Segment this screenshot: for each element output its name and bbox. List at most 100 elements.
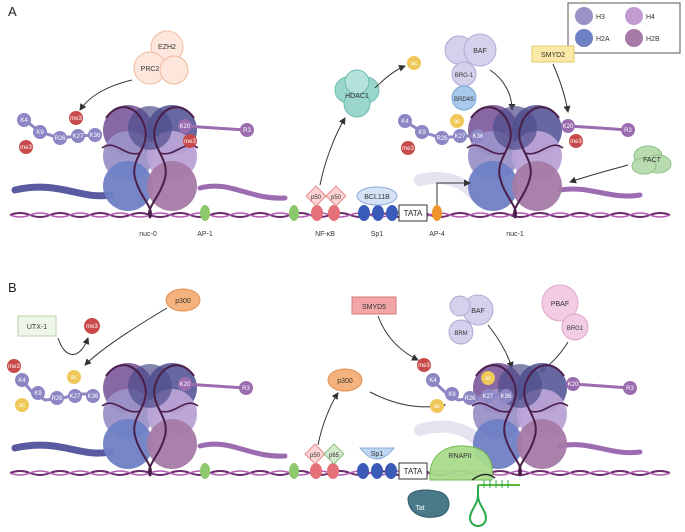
- histone-tail-left-b-right: me3 K4 K9 R26 K27 K36 ac ac: [417, 358, 513, 413]
- svg-text:BRG1: BRG1: [567, 326, 584, 332]
- svg-text:p65: p65: [329, 453, 340, 459]
- svg-text:p300: p300: [175, 298, 191, 305]
- svg-text:K9: K9: [34, 391, 42, 397]
- p300-top: p300: [165, 288, 201, 312]
- fact-complex: FACT: [631, 145, 672, 175]
- me3-released-b: me3: [86, 324, 98, 330]
- ap4-site: [432, 205, 442, 221]
- svg-text:me3: me3: [8, 364, 20, 370]
- svg-text:K4: K4: [20, 118, 28, 124]
- svg-text:TATA: TATA: [404, 209, 423, 218]
- ap4-label: AP-4: [429, 231, 445, 238]
- sp1-label: Sp1: [371, 231, 384, 238]
- svg-text:K4: K4: [401, 119, 409, 125]
- smyd5-box: SMYD5: [351, 296, 397, 315]
- sp1-factor-b: Sp1: [358, 447, 396, 460]
- svg-text:p50: p50: [331, 195, 342, 201]
- nuc1-label: nuc-1: [506, 231, 524, 238]
- histone-tail-left-a: K4 K9 R26 K27 K36 me3 me3: [17, 111, 102, 154]
- prc2-complex: EZH2 PRC2: [133, 30, 189, 85]
- svg-text:me3: me3: [418, 363, 430, 369]
- legend-h4: H4: [646, 14, 655, 21]
- svg-text:K36: K36: [501, 394, 512, 400]
- svg-text:BRG-1: BRG-1: [455, 73, 474, 79]
- p300-mid: p300: [327, 368, 363, 392]
- sp1-sites-b: [357, 463, 397, 479]
- hdac1-complex: HDAC1: [334, 69, 380, 118]
- svg-text:K9: K9: [418, 130, 426, 136]
- utx1-box: UTX-1: [17, 315, 57, 337]
- histone-tail-right-b-left: K20 R3: [178, 377, 253, 395]
- svg-text:ac: ac: [71, 375, 77, 381]
- histone-tail-right-b-right: K20 R3: [566, 377, 637, 395]
- svg-text:RNAPII: RNAPII: [448, 453, 471, 460]
- svg-text:BAF: BAF: [473, 48, 487, 55]
- ap1-label: AP-1: [197, 231, 213, 238]
- svg-text:K36: K36: [90, 133, 101, 139]
- p50-homodimer-a: p50 p50: [305, 185, 347, 207]
- svg-text:me3: me3: [402, 146, 414, 152]
- svg-text:p50: p50: [311, 195, 322, 201]
- tat-protein: Tat: [407, 489, 450, 518]
- pbaf-complex: PBAF BRG1: [541, 284, 589, 341]
- ap1-site: [200, 205, 210, 221]
- svg-text:K4: K4: [18, 378, 26, 384]
- baf-complex-a: BAF BRG-1 BRD4S: [444, 33, 497, 111]
- legend-h3: H3: [596, 14, 605, 21]
- svg-text:K27: K27: [455, 134, 466, 140]
- svg-text:R26: R26: [54, 136, 66, 142]
- svg-text:PRC2: PRC2: [141, 66, 160, 73]
- svg-text:K4: K4: [429, 378, 437, 384]
- svg-text:BRD4S: BRD4S: [454, 97, 474, 103]
- svg-text:UTX-1: UTX-1: [27, 324, 47, 331]
- svg-text:BRM: BRM: [454, 331, 467, 337]
- histone-tail-left-b: me3 K4 K9 R26 K27 K36 ac ac: [7, 359, 100, 412]
- legend-h2b: H2B: [646, 36, 660, 43]
- svg-text:SMYD5: SMYD5: [362, 304, 386, 311]
- svg-text:SMYD2: SMYD2: [541, 52, 565, 59]
- svg-text:K20: K20: [568, 382, 579, 388]
- dna-strand-a: [9, 212, 671, 218]
- svg-text:me3: me3: [184, 139, 196, 145]
- svg-text:Tat: Tat: [415, 505, 424, 512]
- baf-complex-b: BAF BRM: [448, 294, 494, 345]
- tata-box-b: TATA: [398, 462, 428, 480]
- svg-text:K27: K27: [483, 394, 494, 400]
- svg-text:K9: K9: [448, 392, 456, 398]
- svg-text:R26: R26: [436, 136, 448, 142]
- svg-text:p50: p50: [310, 453, 321, 459]
- svg-text:R3: R3: [242, 386, 250, 392]
- svg-text:K27: K27: [70, 394, 81, 400]
- svg-text:R26: R26: [464, 396, 476, 402]
- tss-arrow-a: [436, 179, 471, 205]
- dna-strand-b: [9, 470, 671, 476]
- svg-text:PBAF: PBAF: [551, 301, 569, 308]
- svg-text:me3: me3: [570, 139, 582, 145]
- histone-legend: H3 H4 H2A H2B: [567, 2, 681, 54]
- svg-text:BCL11B: BCL11B: [364, 194, 390, 201]
- svg-text:ac: ac: [434, 404, 440, 410]
- svg-text:Sp1: Sp1: [371, 451, 384, 458]
- p50-p65-heterodimer: p50 p65: [304, 443, 345, 465]
- legend-h2a: H2A: [596, 36, 610, 43]
- bcl11b-factor: BCL11B: [356, 186, 398, 206]
- svg-text:K27: K27: [73, 134, 84, 140]
- svg-text:ac: ac: [19, 403, 25, 409]
- svg-text:TATA: TATA: [404, 467, 423, 476]
- svg-text:R3: R3: [624, 128, 632, 134]
- histone-tail-left-a-nuc1: K4 K9 R26 K27 K36 me3 ac: [398, 114, 485, 155]
- svg-text:FACT: FACT: [643, 157, 662, 164]
- svg-text:p300: p300: [337, 378, 353, 385]
- smyd2-box: SMYD2: [531, 45, 575, 63]
- nuc0-label: nuc-0: [139, 231, 157, 238]
- tata-box-a: TATA: [398, 204, 428, 222]
- svg-text:K20: K20: [180, 382, 191, 388]
- svg-text:K36: K36: [88, 394, 99, 400]
- ac-released-a: ac: [411, 61, 417, 67]
- svg-text:HDAC1: HDAC1: [345, 93, 369, 100]
- svg-text:ac: ac: [485, 376, 491, 382]
- panel-b-label: B: [8, 280, 17, 295]
- svg-text:K20: K20: [180, 124, 191, 130]
